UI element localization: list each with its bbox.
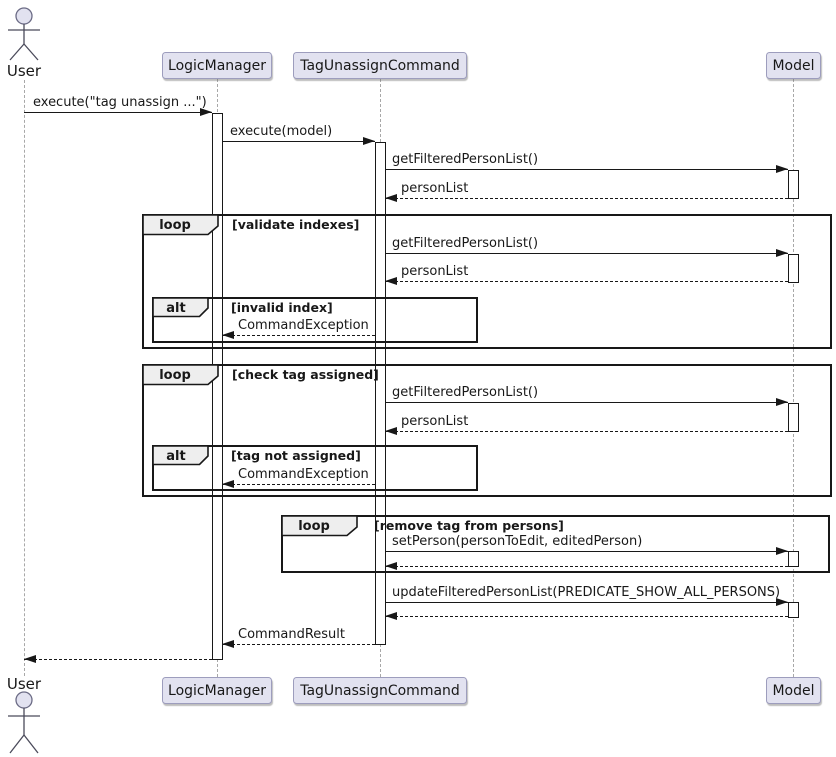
arrowhead-icon <box>222 640 234 648</box>
activation-logicmanager <box>212 113 223 660</box>
activation-model-5 <box>788 602 799 618</box>
participant-label: Model <box>772 682 815 699</box>
message-label: updateFilteredPersonList(PREDICATE_SHOW_… <box>392 585 781 600</box>
message-arrow-execute-tag-unassign <box>24 108 212 116</box>
frame-condition: [tag not assigned] <box>231 448 361 463</box>
frame-condition: [check tag assigned] <box>232 367 379 382</box>
loop-pentagon-icon <box>142 214 219 236</box>
actor-user-bottom: User <box>6 675 42 693</box>
loop-pentagon-icon <box>142 364 219 386</box>
message-arrow-execute-model <box>222 137 375 145</box>
return-arrow-commandexception-2 <box>222 480 375 488</box>
actor-figure-bottom-icon <box>8 691 40 754</box>
alt-pentagon-icon <box>152 297 209 318</box>
message-arrow-getfilteredpersonlist-1 <box>385 165 788 173</box>
arrowhead-icon <box>363 137 375 145</box>
arrowhead-icon <box>776 598 788 606</box>
activation-tagunassigncommand <box>375 142 386 645</box>
arrowhead-icon <box>200 108 212 116</box>
participant-logicmanager-bottom: LogicManager <box>162 677 272 704</box>
frame-alt-invalid-index <box>152 297 478 343</box>
arrowhead-icon <box>222 331 234 339</box>
participant-label: TagUnassignCommand <box>300 57 460 74</box>
arrowhead-icon <box>385 194 397 202</box>
loop-pentagon-icon <box>281 515 358 537</box>
message-label: CommandResult <box>238 627 345 642</box>
arrowhead-icon <box>385 562 397 570</box>
activation-model-4 <box>788 551 799 567</box>
message-arrow-updatefilteredpersonlist <box>385 598 788 606</box>
frame-keyword: loop <box>159 368 191 383</box>
activation-model-2 <box>788 254 799 283</box>
return-arrow-personlist-3 <box>385 427 788 435</box>
frame-loop-check-tag-assigned <box>142 364 832 497</box>
message-arrow-getfilteredpersonlist-3 <box>385 398 788 406</box>
return-arrow-updatefilteredpersonlist <box>385 612 788 620</box>
frame-keyword: loop <box>159 218 191 233</box>
lifeline-user <box>24 80 25 676</box>
participant-model-top: Model <box>766 52 821 79</box>
participant-label: TagUnassignCommand <box>300 682 460 699</box>
message-label: getFilteredPersonList() <box>392 236 539 251</box>
frame-alt-tag-not-assigned <box>152 445 478 491</box>
message-label: getFilteredPersonList() <box>392 385 539 400</box>
arrowhead-icon <box>776 398 788 406</box>
frame-condition: [invalid index] <box>231 300 333 315</box>
return-arrow-commandexception-1 <box>222 331 375 339</box>
participant-tagunassigncommand-top: TagUnassignCommand <box>293 52 467 79</box>
frame-keyword: alt <box>166 301 186 316</box>
participant-tagunassigncommand-bottom: TagUnassignCommand <box>293 677 467 704</box>
lifeline-model <box>793 79 794 677</box>
arrowhead-icon <box>776 547 788 555</box>
message-label: getFilteredPersonList() <box>392 152 539 167</box>
arrowhead-icon <box>776 249 788 257</box>
activation-model-3 <box>788 403 799 432</box>
arrowhead-icon <box>385 612 397 620</box>
frame-loop-remove-tag <box>281 515 830 573</box>
message-label: personList <box>401 181 469 196</box>
participant-model-bottom: Model <box>766 677 821 704</box>
message-label: CommandException <box>238 318 369 333</box>
return-arrow-personlist-2 <box>385 277 788 285</box>
message-label: execute(model) <box>230 124 333 139</box>
participant-label: LogicManager <box>168 57 266 74</box>
frame-keyword: alt <box>166 449 186 464</box>
frame-condition: [remove tag from persons] <box>374 518 564 533</box>
return-arrow-setperson <box>385 562 788 570</box>
message-arrow-getfilteredpersonlist-2 <box>385 249 788 257</box>
return-arrow-commandresult <box>222 640 375 648</box>
actor-figure-top-icon <box>8 7 40 61</box>
activation-model-1 <box>788 170 799 199</box>
message-label: execute("tag unassign ...") <box>33 95 207 110</box>
participant-label: LogicManager <box>168 682 266 699</box>
return-arrow-to-user <box>24 655 212 663</box>
frame-keyword: loop <box>298 519 330 534</box>
arrowhead-icon <box>776 165 788 173</box>
message-label: setPerson(personToEdit, editedPerson) <box>392 534 643 549</box>
message-label: personList <box>401 264 469 279</box>
arrowhead-icon <box>24 655 36 663</box>
participant-label: Model <box>772 57 815 74</box>
message-label: CommandException <box>238 467 369 482</box>
participant-logicmanager-top: LogicManager <box>162 52 272 79</box>
message-label: personList <box>401 414 469 429</box>
frame-loop-validate-indexes <box>142 214 832 349</box>
arrowhead-icon <box>385 427 397 435</box>
frame-condition: [validate indexes] <box>232 217 360 232</box>
return-arrow-personlist-1 <box>385 194 788 202</box>
actor-user-top: User <box>6 62 42 80</box>
arrowhead-icon <box>385 277 397 285</box>
arrowhead-icon <box>222 480 234 488</box>
message-arrow-setperson <box>385 547 788 555</box>
alt-pentagon-icon <box>152 445 209 466</box>
